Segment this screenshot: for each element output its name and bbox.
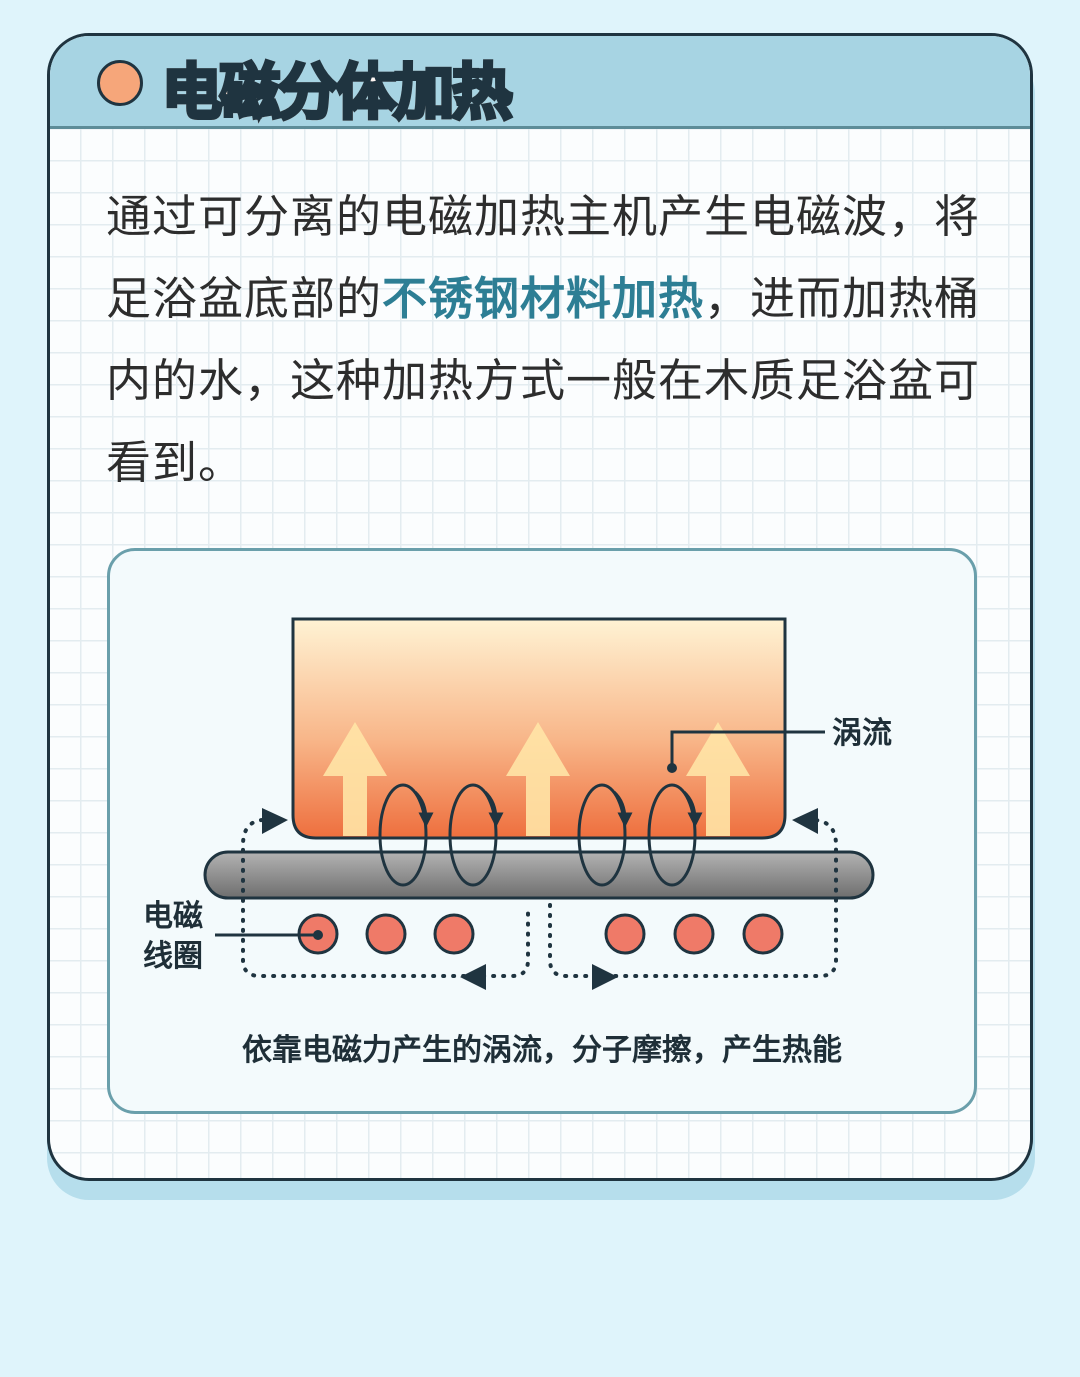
card-header: 电磁分体加热 bbox=[50, 36, 1030, 131]
description-text: 通过可分离的电磁加热主机产生电磁波，将足浴盆底部的不锈钢材料加热，进而加热桶内的… bbox=[106, 176, 996, 504]
description-highlight: 不锈钢材料加热 bbox=[382, 272, 705, 325]
info-card: 电磁分体加热 通过可分离的电磁加热主机产生电磁波，将足浴盆底部的不锈钢材料加热，… bbox=[47, 33, 1033, 1181]
eddy-label: 涡流 bbox=[832, 716, 892, 751]
coil-callout: 电磁 线圈 bbox=[143, 899, 323, 974]
coil-label-line2: 线圈 bbox=[143, 939, 203, 974]
field-direction-arrows bbox=[262, 808, 818, 990]
heat-arrows bbox=[323, 722, 750, 836]
page-title: 电磁分体加热 bbox=[160, 44, 514, 131]
eddy-currents bbox=[378, 783, 703, 887]
stainless-plate bbox=[203, 850, 875, 900]
description-before: 通过可分离的电磁加热主机产生电磁波，将足浴盆底部的 bbox=[106, 190, 981, 325]
description-after: ，进而加热桶内的水，这种加热方式一般在木质足浴盆可看到。 bbox=[106, 272, 981, 489]
orange-dot-icon bbox=[97, 60, 143, 106]
magnetic-field-lines bbox=[241, 818, 838, 978]
coil-label-line1: 电磁 bbox=[143, 899, 203, 934]
coils bbox=[297, 913, 784, 955]
diagram-caption: 依靠电磁力产生的涡流，分子摩擦，产生热能 bbox=[242, 1033, 842, 1068]
eddy-callout: 涡流 bbox=[667, 716, 892, 773]
